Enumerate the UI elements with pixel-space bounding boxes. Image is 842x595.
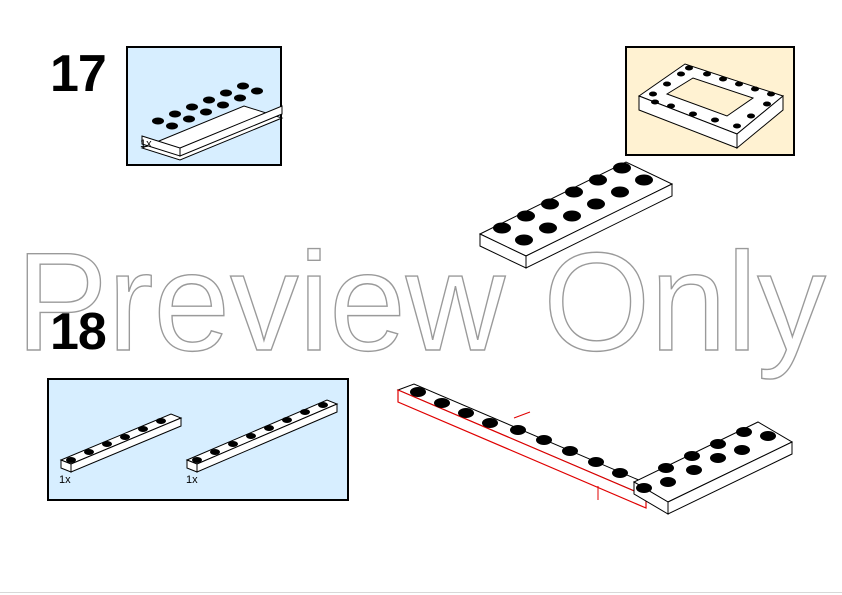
step-17-number: 17 [50, 45, 107, 103]
step-18-parts-list: 1x 1x [47, 378, 349, 501]
plate-2x6-part-icon [140, 82, 284, 161]
step-18-number: 18 [50, 303, 107, 361]
step-17-reference-view [625, 46, 795, 156]
step-17-plate-2x6-callout [478, 161, 674, 269]
plate-1x8-part-icon [185, 399, 339, 473]
part-quantity: 1x [140, 138, 152, 150]
assembled-frame-thumbnail [637, 63, 785, 150]
page-bottom-rule [0, 592, 842, 593]
watermark-text: Preview Only [16, 223, 826, 380]
part-quantity: 1x [186, 474, 198, 486]
step-18-assembly-diagram [396, 383, 794, 515]
plate-1x6-part-icon [59, 413, 183, 473]
step-17-parts-list: 1x [126, 46, 284, 166]
part-quantity: 1x [59, 474, 71, 486]
